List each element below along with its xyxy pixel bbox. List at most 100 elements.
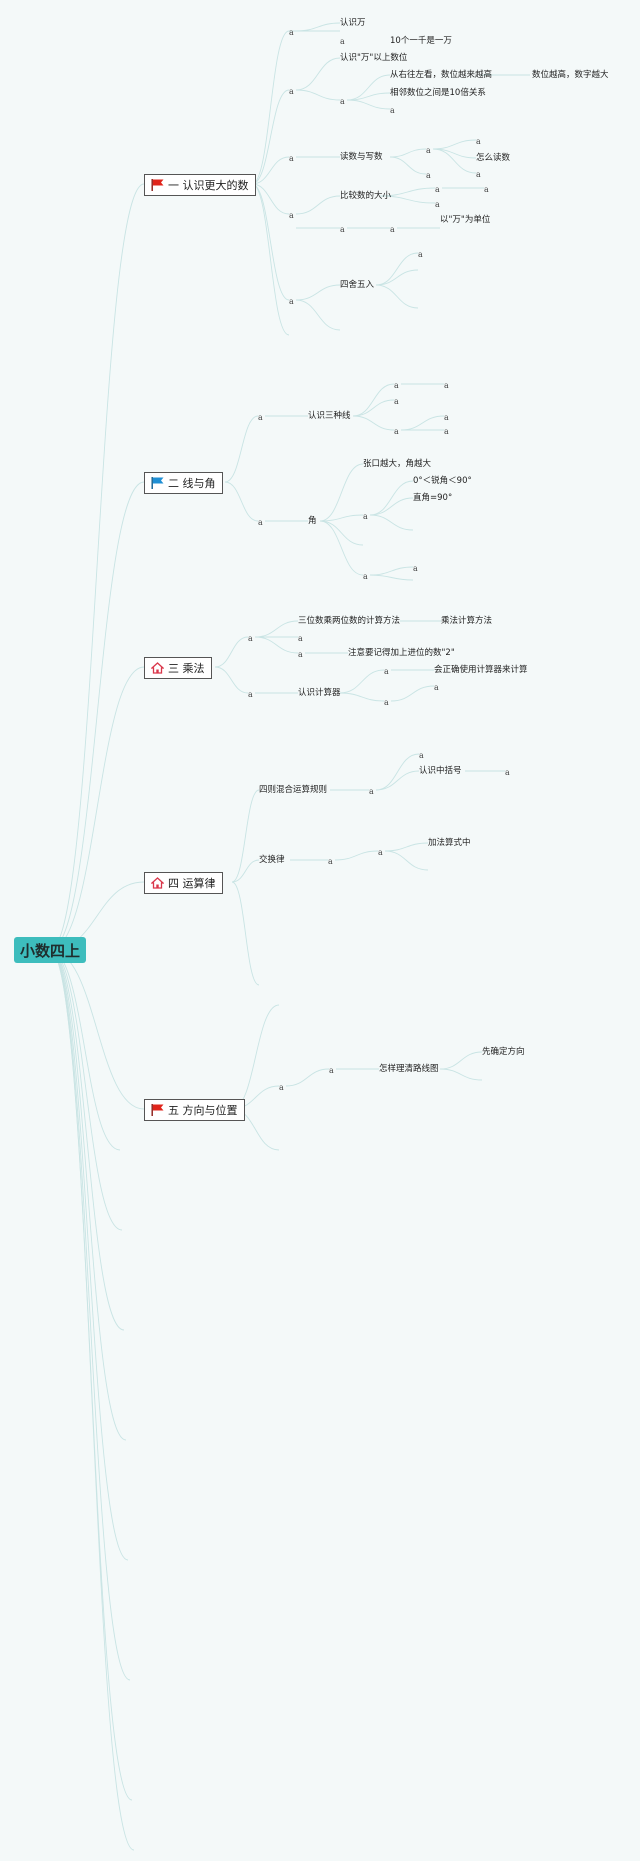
node-marker: a [394, 427, 399, 436]
node-marker: a [279, 1083, 284, 1092]
node-marker: a [378, 848, 383, 857]
connector-line [369, 514, 414, 531]
flag-icon [151, 1104, 164, 1116]
node-marker: a [298, 634, 303, 643]
node-marker: a [418, 250, 423, 259]
connector-line [319, 463, 364, 522]
connector-line [295, 57, 341, 91]
node-marker: a [476, 137, 481, 146]
connector-line [319, 514, 364, 522]
node-marker: a [248, 690, 253, 699]
node-t4-n2[interactable]: 认识中括号 [419, 766, 462, 776]
node-t5-n2[interactable]: 先确定方向 [482, 1047, 525, 1057]
connector-line [285, 1068, 330, 1087]
connector-line [369, 574, 414, 581]
node-marker: a [505, 768, 510, 777]
connector-line [231, 789, 260, 883]
node-t2-n1[interactable]: 认识三种线 [308, 411, 351, 421]
root-node[interactable]: 小数四上 [14, 937, 86, 963]
connector-line [346, 74, 391, 101]
node-marker: a [258, 413, 263, 422]
node-t2-n4[interactable]: 0°＜锐角＜90° [413, 476, 472, 486]
connector-line [352, 383, 395, 417]
node-marker: a [328, 857, 333, 866]
topic-2[interactable]: 二 线与角 [144, 472, 223, 494]
root-label: 小数四上 [19, 941, 80, 960]
node-marker: a [434, 683, 439, 692]
node-t1-n4[interactable]: 从右往左看，数位越来越高 [390, 70, 493, 80]
node-marker: a [390, 225, 395, 234]
connector-line [369, 480, 414, 516]
connector-line [369, 497, 414, 516]
node-t2-n2[interactable]: 角 [308, 516, 317, 526]
node-t1-n10[interactable]: 以"万"为单位 [440, 215, 491, 225]
topic-1[interactable]: 一 认识更大的数 [144, 174, 256, 196]
connector-line [251, 183, 290, 301]
connector-line [251, 89, 290, 185]
node-t2-n5[interactable]: 直角=90° [413, 493, 453, 503]
node-t4-n4[interactable]: 加法算式中 [428, 838, 471, 848]
node-t1-n11[interactable]: 四舍五入 [340, 280, 375, 290]
connector-line [231, 1004, 280, 1110]
node-marker: a [289, 87, 294, 96]
connector-line [254, 620, 299, 638]
node-t1-n8[interactable]: 怎么读数 [476, 153, 511, 163]
node-marker: a [435, 200, 440, 209]
connector-line [375, 284, 419, 309]
connector-line [49, 949, 135, 1851]
connector-line [49, 949, 145, 1110]
topic-3[interactable]: 三 乘法 [144, 657, 212, 679]
connector-line [49, 666, 145, 951]
node-t3-n4[interactable]: 认识计算器 [298, 688, 341, 698]
connector-line [251, 156, 290, 185]
node-t1-n1[interactable]: 认识万 [340, 18, 366, 28]
connector-line [339, 692, 385, 702]
node-marker: a [329, 1066, 334, 1075]
topic-4-label: 四 运算律 [168, 877, 216, 890]
connector-line [251, 183, 290, 336]
node-marker: a [289, 154, 294, 163]
connector-line [251, 30, 290, 185]
node-marker: a [289, 211, 294, 220]
node-t1-n9[interactable]: 比较数的大小 [340, 191, 392, 201]
connector-line [375, 269, 419, 286]
connector-line [295, 195, 341, 215]
connector-line [49, 949, 129, 1561]
connector-line [224, 415, 259, 483]
node-marker: a [384, 698, 389, 707]
node-marker: a [394, 397, 399, 406]
connector-line [352, 415, 395, 431]
node-t1-n5[interactable]: 数位越高，数字越大 [532, 70, 609, 80]
home-icon [150, 877, 165, 889]
node-t4-n1[interactable]: 四则混合运算规则 [259, 785, 328, 795]
node-t4-n3[interactable]: 交换律 [259, 855, 285, 865]
connector-line [439, 1068, 483, 1081]
connector-line [375, 252, 419, 286]
connector-line [231, 881, 260, 986]
flag-icon [151, 477, 164, 489]
connector-line [390, 685, 435, 702]
node-t3-n2[interactable]: 乘法计算方法 [441, 616, 493, 626]
node-marker: a [426, 146, 431, 155]
connector-line [432, 139, 477, 150]
node-t1-n2[interactable]: 10个一千是一万 [390, 36, 452, 46]
connector-line [384, 850, 429, 871]
topic-4[interactable]: 四 运算律 [144, 872, 223, 894]
node-t1-n3[interactable]: 认识"万"以上数位 [340, 53, 408, 63]
topic-5[interactable]: 五 方向与位置 [144, 1099, 245, 1121]
node-marker: a [340, 225, 345, 234]
node-t3-n5[interactable]: 会正确使用计算器来计算 [434, 665, 528, 675]
node-t1-n7[interactable]: 读数与写数 [340, 152, 383, 162]
connector-line [254, 636, 299, 654]
node-marker: a [298, 650, 303, 659]
node-t3-n1[interactable]: 三位数乘两位数的计算方法 [298, 616, 401, 626]
connector-line [352, 399, 395, 417]
topic-3-label: 三 乘法 [168, 662, 205, 675]
node-t2-n3[interactable]: 张口越大，角越大 [363, 459, 432, 469]
connector-line [400, 415, 445, 431]
node-t3-n3[interactable]: 注意要记得加上进位的数"2" [348, 648, 455, 658]
node-t1-n6[interactable]: 相邻数位之间是10倍关系 [390, 88, 486, 98]
connector-line [214, 636, 249, 668]
node-t5-n1[interactable]: 怎样理清路线图 [379, 1064, 439, 1074]
